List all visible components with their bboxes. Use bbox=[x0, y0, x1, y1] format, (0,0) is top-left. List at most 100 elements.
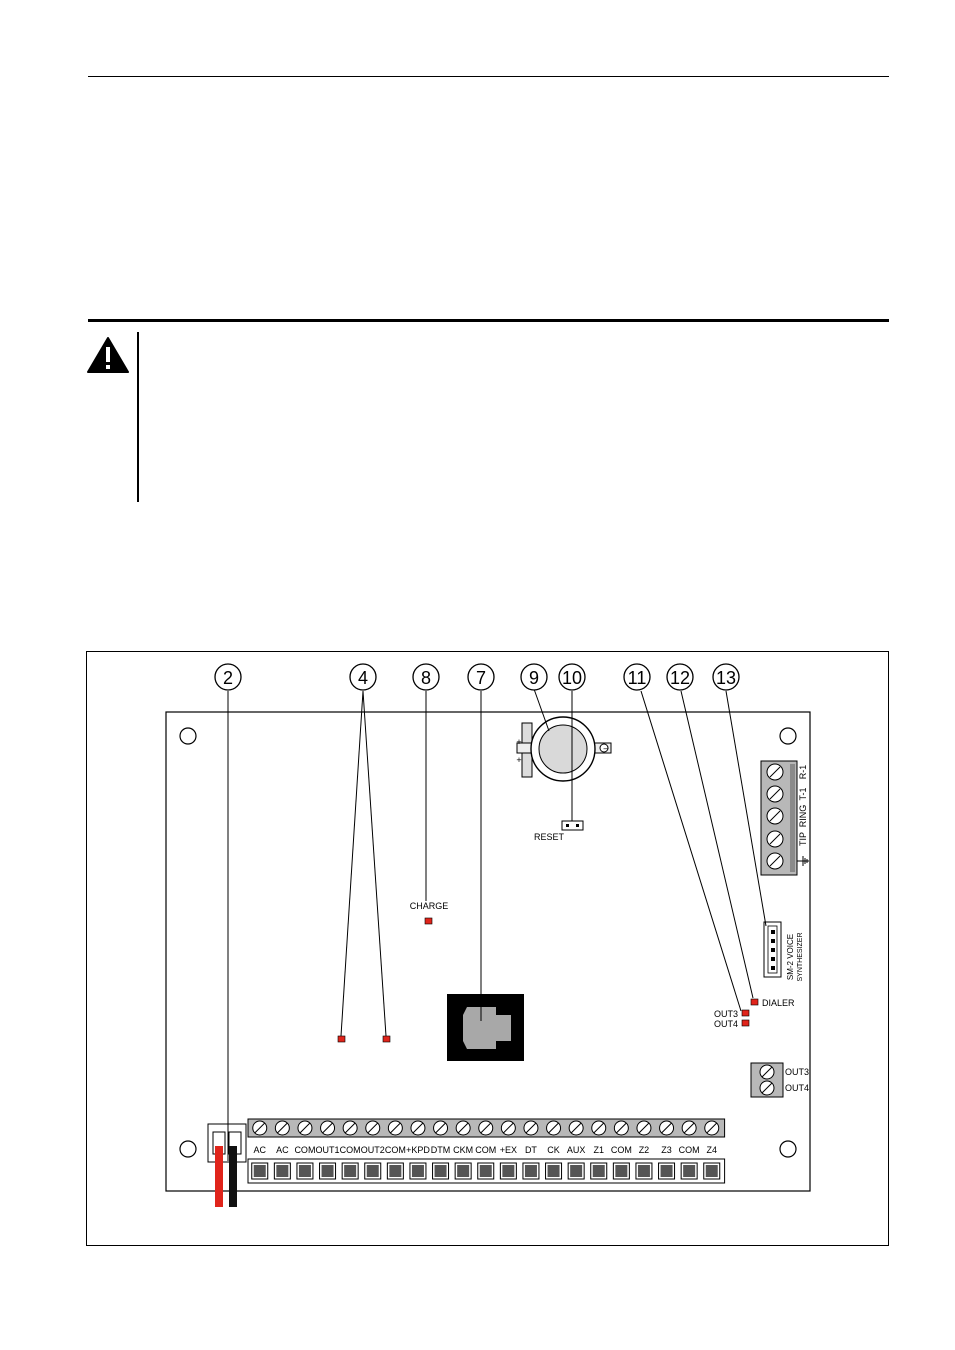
terminal-screw bbox=[613, 1120, 629, 1136]
terminal-label: OUT1 bbox=[316, 1145, 340, 1155]
warning-triangle-icon bbox=[87, 337, 129, 373]
terminal-screw bbox=[568, 1120, 584, 1136]
terminal-label: +KPD bbox=[406, 1145, 430, 1155]
phone-tip-label: TIP bbox=[798, 832, 808, 846]
callout-number: 7 bbox=[476, 668, 486, 688]
mounting-hole bbox=[179, 727, 197, 745]
terminal-slot bbox=[386, 1162, 404, 1180]
out1-led bbox=[337, 1035, 346, 1043]
mounting-hole bbox=[179, 1140, 197, 1158]
terminal-label: Z3 bbox=[661, 1145, 672, 1155]
battery-plus-label: + bbox=[516, 737, 521, 747]
callout-number: 4 bbox=[358, 668, 368, 688]
callout-2: 2 bbox=[214, 663, 242, 691]
callout-11: 11 bbox=[623, 663, 651, 691]
terminal-label: AC bbox=[276, 1145, 289, 1155]
battery-holder: + + – bbox=[516, 716, 612, 782]
out3-led bbox=[741, 1009, 750, 1017]
out4-led-label: OUT4 bbox=[714, 1019, 738, 1029]
terminal-label: CK bbox=[547, 1145, 560, 1155]
voice-label-line2: SYNTHESIZER bbox=[797, 932, 804, 981]
reset-jumper bbox=[561, 820, 584, 831]
terminal-label: Z2 bbox=[639, 1145, 650, 1155]
charge-led bbox=[424, 917, 433, 925]
terminal-label: COM bbox=[679, 1145, 700, 1155]
rj-socket bbox=[447, 994, 524, 1061]
terminal-screw bbox=[546, 1120, 562, 1136]
terminal-label: AC bbox=[253, 1145, 266, 1155]
callout-number: 2 bbox=[223, 668, 233, 688]
callout-4: 4 bbox=[349, 663, 377, 691]
callout-8: 8 bbox=[412, 663, 440, 691]
terminal-slot bbox=[590, 1162, 608, 1180]
terminal-label: CKM bbox=[453, 1145, 473, 1155]
terminal-screw bbox=[387, 1120, 403, 1136]
ground-icon bbox=[797, 856, 809, 866]
terminal-screw bbox=[636, 1120, 652, 1136]
terminal-label: DTM bbox=[431, 1145, 451, 1155]
terminal-screw bbox=[523, 1120, 539, 1136]
callout-9: 9 bbox=[520, 663, 548, 691]
terminal-label: DT bbox=[525, 1145, 537, 1155]
terminal-screw bbox=[478, 1120, 494, 1136]
terminal-screw bbox=[659, 1120, 675, 1136]
terminal-screw bbox=[433, 1120, 449, 1136]
terminal-label: COM bbox=[294, 1145, 315, 1155]
terminal-slot bbox=[273, 1162, 291, 1180]
terminal-slot bbox=[454, 1162, 472, 1180]
terminal-label: +EX bbox=[500, 1145, 517, 1155]
voice-label-line1: SM-2 VOICE bbox=[786, 934, 795, 980]
mounting-hole bbox=[779, 727, 797, 745]
mounting-hole bbox=[779, 1140, 797, 1158]
terminal-slot bbox=[612, 1162, 630, 1180]
callout-number: 10 bbox=[562, 668, 582, 688]
phone-ring-label: RING bbox=[798, 805, 808, 828]
reset-label: RESET bbox=[534, 832, 565, 842]
terminal-screw bbox=[681, 1120, 697, 1136]
out4-terminal-label: OUT4 bbox=[785, 1083, 809, 1093]
terminal-label: COM bbox=[385, 1145, 406, 1155]
terminal-screw bbox=[252, 1120, 268, 1136]
phone-r1-label: R-1 bbox=[798, 765, 808, 780]
terminal-slot bbox=[635, 1162, 653, 1180]
terminal-slot bbox=[477, 1162, 495, 1180]
charge-label: CHARGE bbox=[410, 901, 449, 911]
out3-led-label: OUT3 bbox=[714, 1009, 738, 1019]
terminal-screw bbox=[342, 1120, 358, 1136]
terminal-label: COM bbox=[340, 1145, 361, 1155]
voice-synthesizer-connector: SM-2 VOICE SYNTHESIZER bbox=[763, 921, 804, 982]
terminal-slot bbox=[499, 1162, 517, 1180]
out2-led bbox=[382, 1035, 391, 1043]
phone-t1-label: T-1 bbox=[798, 787, 808, 800]
callout-number: 12 bbox=[670, 668, 690, 688]
battery-connector bbox=[207, 1123, 247, 1207]
callout-10: 10 bbox=[558, 663, 586, 691]
terminal-screw bbox=[320, 1120, 336, 1136]
callout-leaders bbox=[227, 688, 767, 1161]
terminal-label: Z4 bbox=[706, 1145, 717, 1155]
callout-7: 7 bbox=[467, 663, 495, 691]
terminal-slot bbox=[703, 1162, 721, 1180]
terminal-screw bbox=[500, 1120, 516, 1136]
callout-12: 12 bbox=[666, 663, 694, 691]
callout-number: 11 bbox=[628, 668, 647, 688]
battery-minus-label: – bbox=[603, 743, 608, 753]
terminal-slot bbox=[341, 1162, 359, 1180]
out3-out4-terminal-block: OUT3 OUT4 bbox=[750, 1062, 809, 1098]
terminal-label: COM bbox=[475, 1145, 496, 1155]
out4-led bbox=[741, 1019, 750, 1027]
terminal-screw bbox=[297, 1120, 313, 1136]
out3-terminal-label: OUT3 bbox=[785, 1067, 809, 1077]
terminal-label: AUX bbox=[567, 1145, 586, 1155]
terminal-slot bbox=[251, 1162, 269, 1180]
terminal-slot bbox=[364, 1162, 382, 1180]
terminal-slot bbox=[658, 1162, 676, 1180]
terminal-screw bbox=[410, 1120, 426, 1136]
pcb-outline bbox=[165, 711, 811, 1192]
terminal-label: COM bbox=[611, 1145, 632, 1155]
terminal-label: Z1 bbox=[593, 1145, 604, 1155]
callout-number: 9 bbox=[529, 668, 539, 688]
terminal-screw bbox=[591, 1120, 607, 1136]
